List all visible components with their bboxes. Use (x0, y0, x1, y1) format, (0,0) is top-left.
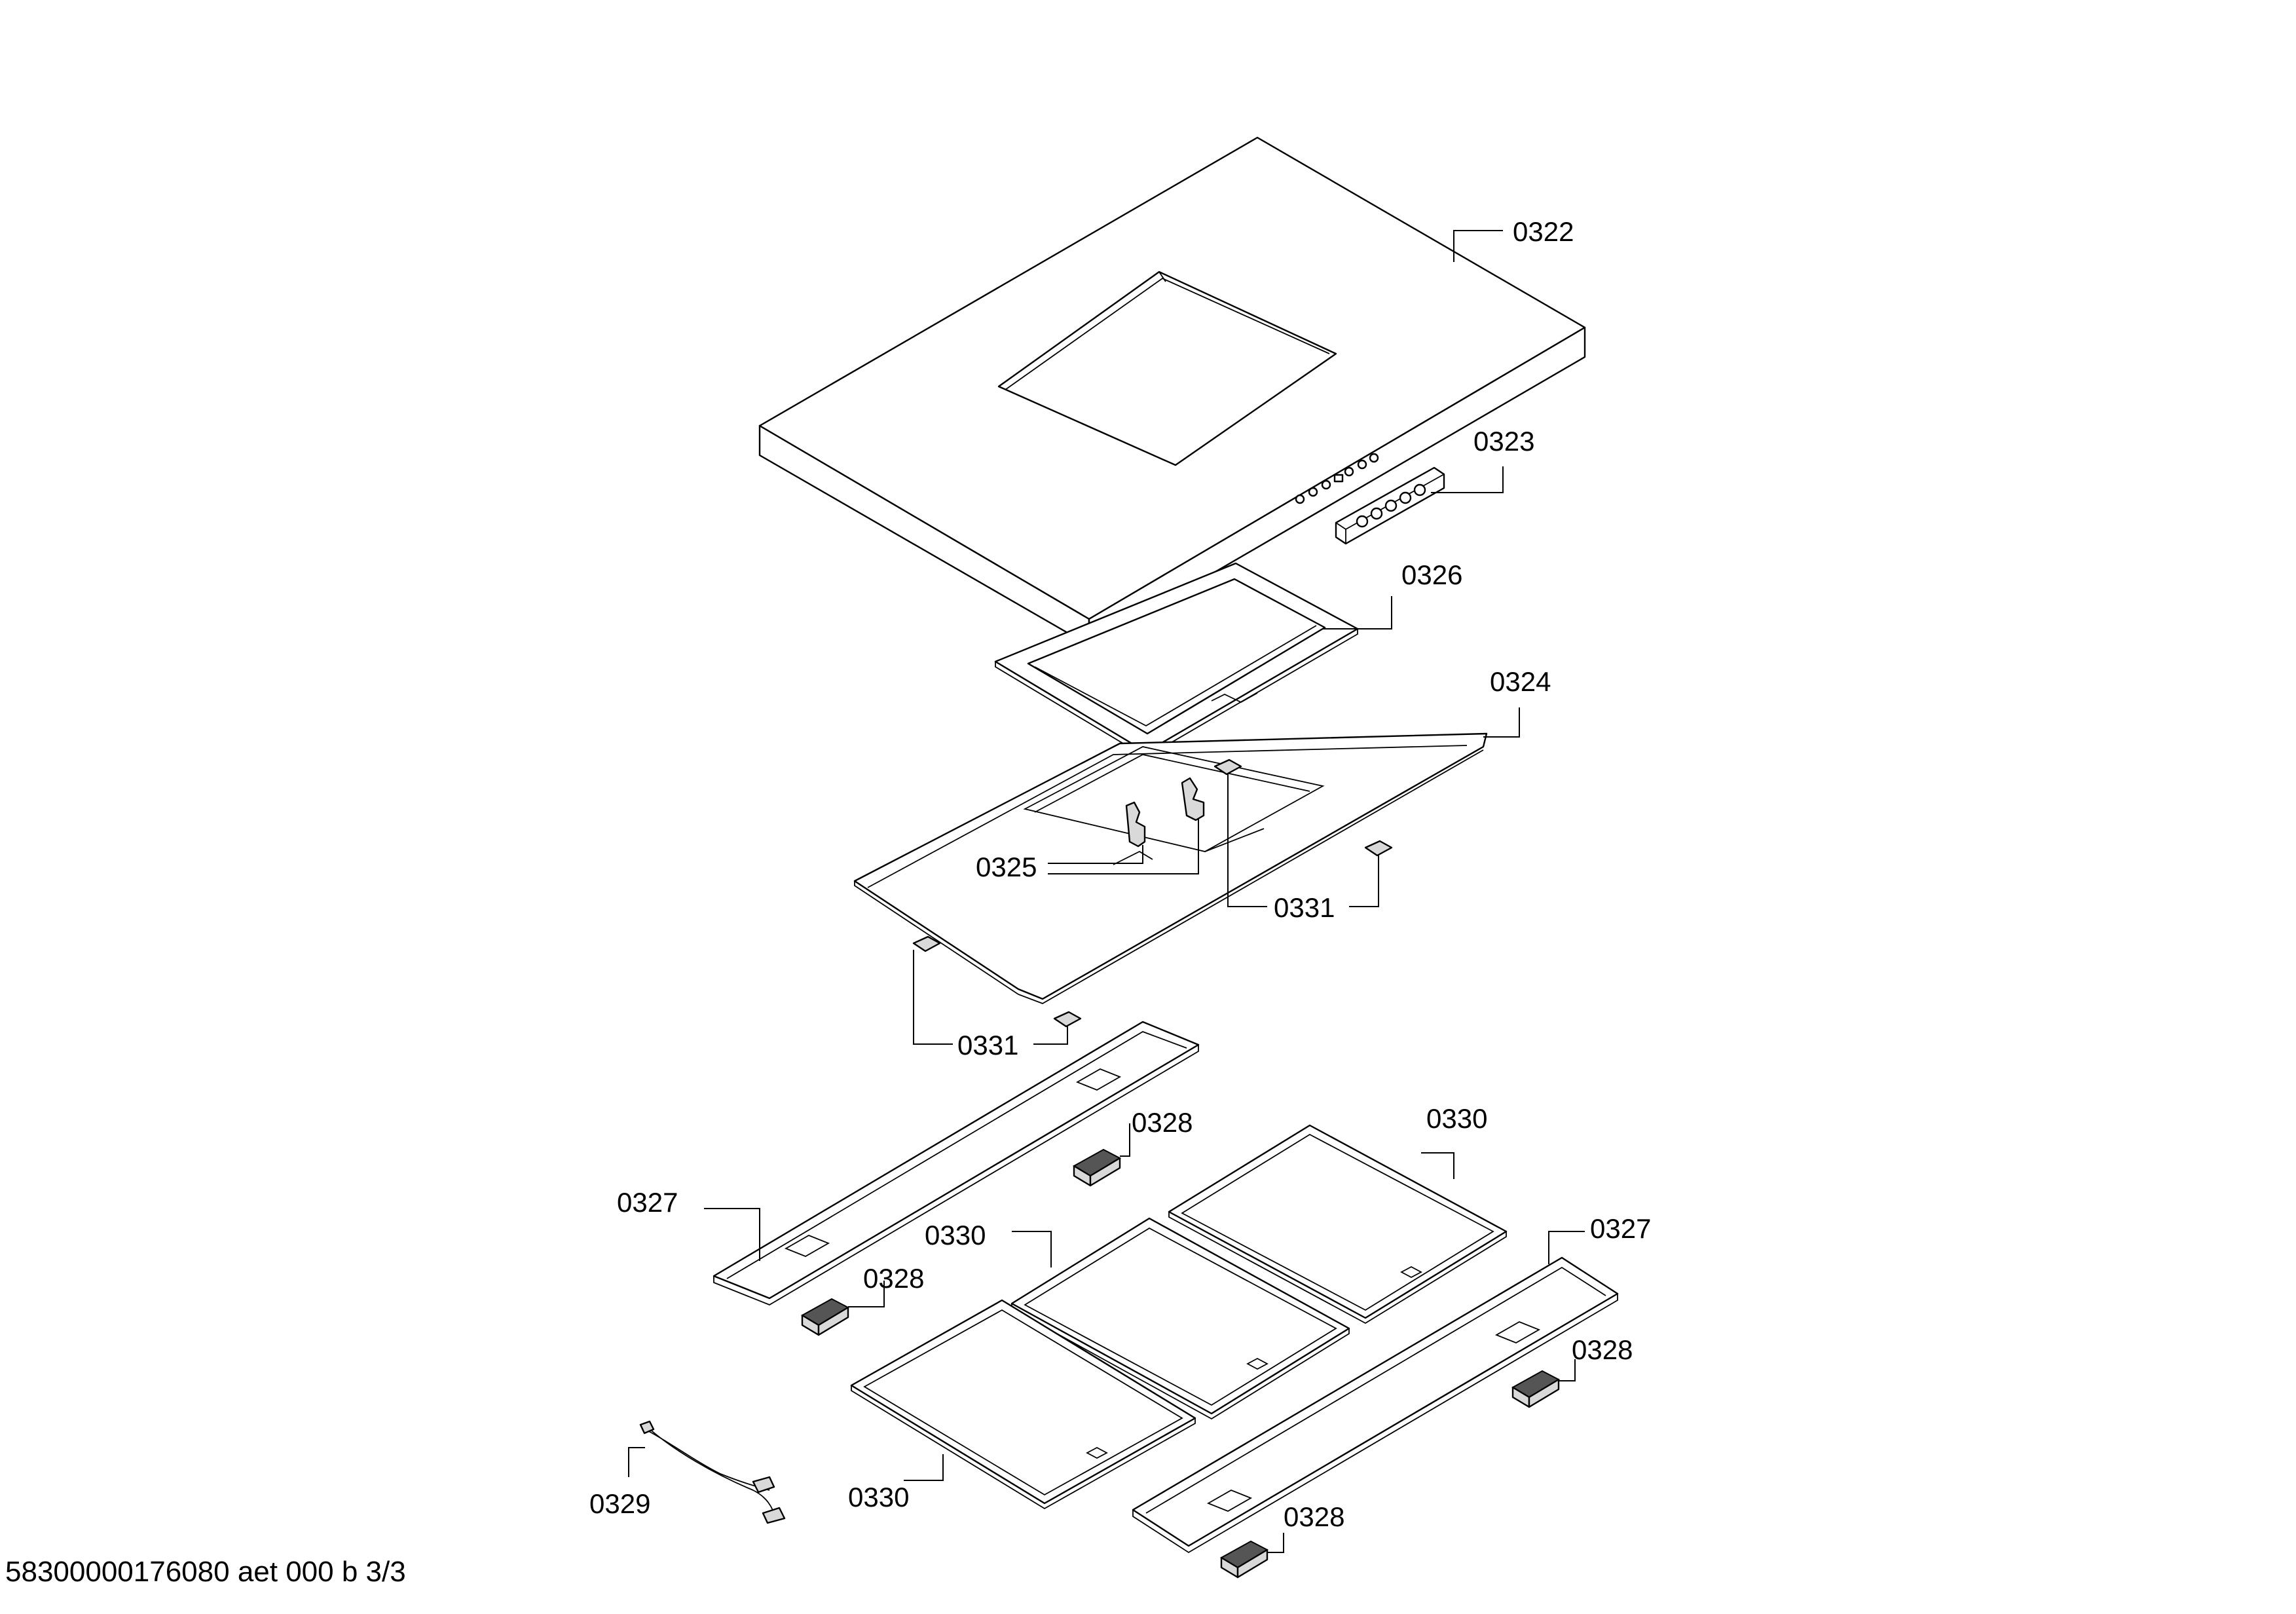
label-0328-left: 0328 (863, 1263, 924, 1294)
part-0322-hood-top (758, 136, 1586, 647)
part-0327-right-strip (1132, 1256, 1619, 1554)
label-0324: 0324 (1490, 666, 1551, 697)
part-0330-filters (850, 1124, 1508, 1510)
part-0329-cable (639, 1420, 786, 1524)
label-0330-bottom: 0330 (848, 1482, 909, 1512)
label-0331-right: 0331 (1274, 892, 1335, 923)
label-0328-top: 0328 (1132, 1107, 1193, 1138)
label-0331-left: 0331 (957, 1030, 1018, 1060)
label-0323: 0323 (1473, 426, 1534, 457)
leader-0331b (913, 950, 1068, 1045)
label-0329: 0329 (589, 1488, 650, 1519)
part-0328-clips (801, 1148, 1561, 1579)
part-0327-left-strip (713, 1021, 1200, 1306)
label-0322: 0322 (1513, 216, 1574, 247)
leader-0327a (704, 1208, 760, 1261)
leader-0327b (1548, 1231, 1585, 1264)
drawing-reference: 58300000176080 aet 000 b 3/3 (5, 1556, 406, 1588)
control-button-holes-icon (1295, 453, 1379, 504)
leader-0330 (904, 1152, 1454, 1481)
leader-0324 (1483, 707, 1520, 738)
label-0328-bottom: 0328 (1284, 1501, 1344, 1532)
label-0330-top: 0330 (1426, 1103, 1487, 1134)
leader-0325 (1048, 819, 1199, 874)
label-0330-middle: 0330 (925, 1220, 986, 1250)
label-0327-right: 0327 (1590, 1213, 1651, 1244)
leader-0328 (848, 1123, 1576, 1553)
part-0324-base-panel (853, 732, 1488, 1004)
label-0328-right: 0328 (1572, 1334, 1633, 1365)
label-0326: 0326 (1401, 559, 1462, 590)
part-0323-control-module (1335, 466, 1445, 545)
leader-0323 (1431, 466, 1504, 493)
leader-0329 (628, 1447, 645, 1477)
label-0327-left: 0327 (617, 1187, 678, 1218)
leader-0331a (1227, 773, 1379, 907)
part-0325-hooks (1125, 777, 1205, 848)
label-0325: 0325 (976, 852, 1037, 882)
leader-0326 (1323, 596, 1392, 629)
part-0331-pads (912, 759, 1393, 1028)
leader-0322 (1453, 230, 1503, 262)
